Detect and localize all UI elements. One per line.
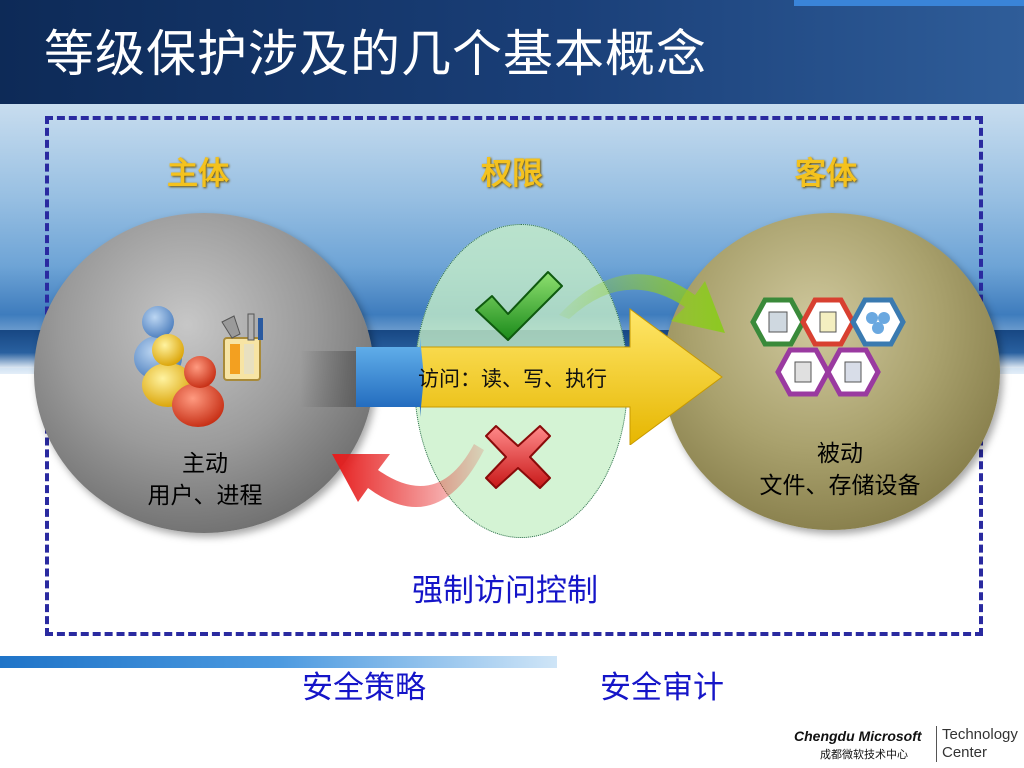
- blue-divider-bar: [0, 656, 557, 668]
- users-icon: [134, 306, 224, 427]
- logo-brand-en: Chengdu Microsoft: [794, 728, 922, 744]
- subject-text-line1: 主动: [182, 451, 228, 477]
- object-text-line2: 文件、存储设备: [759, 473, 921, 499]
- company-logo: Chengdu Microsoft 成都微软技术中心 Technology Ce…: [790, 722, 1024, 768]
- caption-security-policy: 安全策略: [302, 670, 426, 706]
- caption-security-audit: 安全审计: [600, 670, 724, 706]
- label-object: 客体: [795, 156, 857, 192]
- logo-line2: Center: [942, 744, 988, 761]
- title-bar: 等级保护涉及的几个基本概念: [0, 0, 1024, 104]
- object-text-line1: 被动: [817, 441, 863, 467]
- access-arrow: [300, 308, 723, 445]
- title-accent: [794, 0, 1024, 6]
- access-rights-text: 访问：读、写、执行: [418, 367, 607, 391]
- label-permission: 权限: [481, 156, 543, 192]
- check-icon: [475, 271, 563, 341]
- cross-icon: [485, 425, 551, 489]
- logo-separator: [936, 726, 937, 762]
- slide-title: 等级保护涉及的几个基本概念: [44, 25, 707, 83]
- logo-line1: Technology: [942, 726, 1018, 743]
- label-subject: 主体: [167, 156, 229, 192]
- logo-tech-center: Technology Center: [942, 726, 1018, 762]
- toolbox-icon: [221, 313, 263, 381]
- red-curved-arrow: [332, 444, 484, 508]
- subject-text-line2: 用户、进程: [147, 483, 263, 509]
- storage-hexagons-icon: [750, 297, 906, 397]
- caption-mandatory-access-control: 强制访问控制: [412, 573, 598, 609]
- logo-brand-cn: 成都微软技术中心: [820, 748, 908, 761]
- green-curved-arrow: [559, 274, 725, 333]
